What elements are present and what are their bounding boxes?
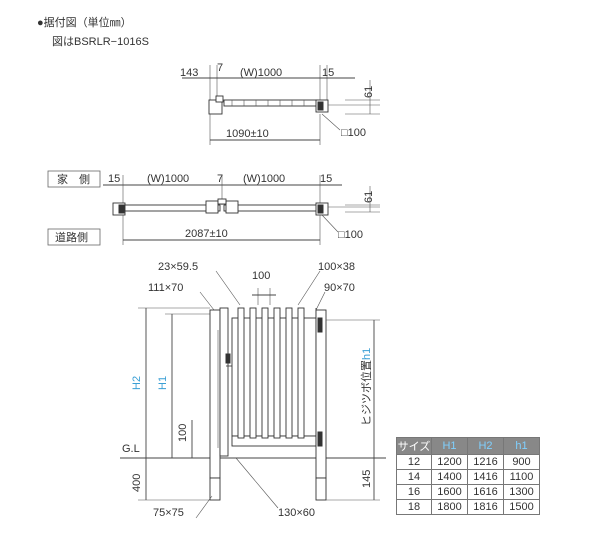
- drawing-subtitle: 図はBSRLR−1016S: [52, 35, 149, 48]
- dim-7: 7: [217, 62, 223, 74]
- cell-h1: 1500: [503, 499, 540, 515]
- dim-100-vertical: 100: [177, 424, 189, 442]
- cell-size: 18: [396, 499, 432, 515]
- spec-table-header-row: サイズ H1 H2 h1: [396, 437, 540, 455]
- cell-h1: 1300: [503, 484, 540, 500]
- cell-H2: 1816: [467, 499, 504, 515]
- header-H2: H2: [467, 437, 504, 455]
- cell-H2: 1416: [467, 469, 504, 485]
- dim-total-single: 1090±10: [226, 128, 269, 140]
- post-size-double: □100: [338, 229, 363, 241]
- cell-h1: 1100: [503, 469, 540, 485]
- dim-90x70: 90×70: [324, 282, 355, 294]
- dim-7-center: 7: [217, 173, 223, 185]
- table-row: 16 1600 1616 1300: [396, 484, 540, 500]
- dim-15-right: 15: [320, 173, 332, 185]
- header-h1: h1: [503, 437, 540, 455]
- dim-145: 145: [361, 470, 373, 488]
- dim-total-double: 2087±10: [185, 228, 228, 240]
- cell-size: 14: [396, 469, 432, 485]
- label-road-side: 道路側: [55, 230, 88, 244]
- cell-H2: 1216: [467, 454, 504, 470]
- dim-23x59: 23×59.5: [158, 261, 198, 273]
- cell-H1: 1200: [431, 454, 468, 470]
- header-size: サイズ: [396, 437, 432, 455]
- cell-H1: 1600: [431, 484, 468, 500]
- post-size-single: □100: [341, 127, 366, 139]
- dim-w1000-right: (W)1000: [243, 173, 285, 185]
- dim-15: 15: [322, 67, 334, 79]
- dim-H2: H2: [131, 376, 143, 390]
- dim-111x70: 111×70: [148, 282, 183, 294]
- dim-61-double: 61: [363, 191, 375, 203]
- dim-75x75: 75×75: [153, 507, 184, 519]
- dim-w1000: (W)1000: [240, 67, 282, 79]
- cell-h1: 900: [503, 454, 540, 470]
- table-row: 12 1200 1216 900: [396, 454, 540, 470]
- cell-H1: 1800: [431, 499, 468, 515]
- table-row: 14 1400 1416 1100: [396, 469, 540, 485]
- size-spec-table: サイズ H1 H2 h1 12 1200 1216 900 14 1400 14…: [396, 437, 540, 515]
- label-house-side: 家 側: [57, 172, 90, 186]
- elevation-view: 23×59.5 100 100×38 111×70 90×70 H2 H1 G.…: [120, 261, 386, 519]
- plan-view-single: 143 7 (W)1000 15 61 1090±10 □100: [180, 62, 380, 145]
- dim-130x60: 130×60: [278, 507, 315, 519]
- dim-H1: H1: [157, 376, 169, 390]
- cell-H2: 1616: [467, 484, 504, 500]
- dim-143: 143: [180, 67, 198, 79]
- cell-size: 12: [396, 454, 432, 470]
- cell-H1: 1400: [431, 469, 468, 485]
- ground-level: G.L: [122, 443, 140, 455]
- dim-61: 61: [363, 86, 375, 98]
- dim-w1000-left: (W)1000: [147, 173, 189, 185]
- dim-100-top: 100: [252, 270, 270, 282]
- dim-400: 400: [131, 474, 143, 492]
- dim-h1: h1: [361, 348, 373, 360]
- header-H1: H1: [431, 437, 468, 455]
- label-hinge-position: ヒジツボ位置: [359, 360, 373, 426]
- dim-100x38: 100×38: [318, 261, 355, 273]
- drawing-title: ●据付図（単位㎜）: [37, 15, 132, 29]
- table-row: 18 1800 1816 1500: [396, 499, 540, 515]
- plan-view-double: 家 側 道路側 15 (W)1000 7 (W)1000 15 61 2087±…: [47, 170, 380, 246]
- dim-15-left: 15: [108, 173, 120, 185]
- cell-size: 16: [396, 484, 432, 500]
